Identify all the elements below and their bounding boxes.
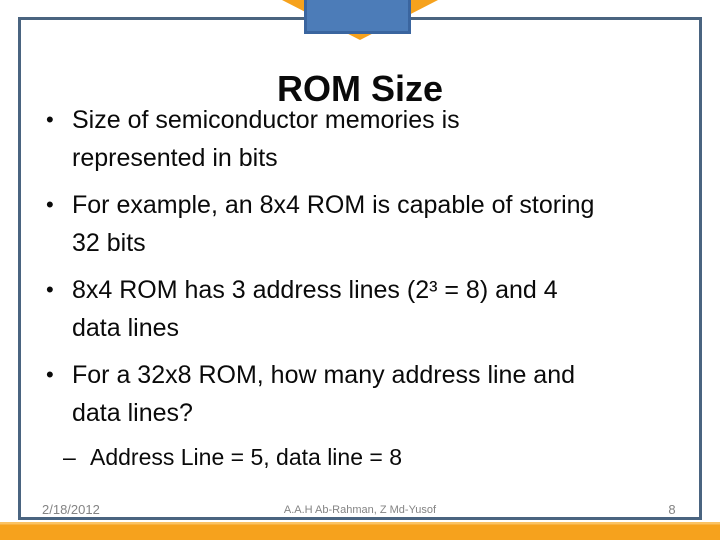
bullet-dot-icon: • [46,277,54,302]
bullet-text-line: For a 32x8 ROM, how many address line an… [72,361,576,389]
bullet-text-line: represented in bits [72,144,278,172]
bullet-text-line: data lines [72,314,180,342]
bullet-item-1: • Size of semiconductor memories is repr… [46,101,682,177]
bullet-text-line: Size of semiconductor memories is [72,106,460,134]
bottom-accent-bar [0,522,720,540]
bullet-item-4: • For a 32x8 ROM, how many address line … [46,356,682,432]
dash-marker-icon: – [63,444,76,470]
bullet-dot-icon: • [46,362,54,387]
header-tab-shape [304,0,411,34]
slide-border-frame [18,17,702,520]
footer-credit: A.A.H Ab-Rahman, Z Md-Yusof [283,504,437,516]
sub-bullet-text: Address Line = 5, data line = 8 [90,444,402,470]
bullet-dot-icon: • [46,107,54,132]
bullet-item-3: • 8x4 ROM has 3 address lines (2³ = 8) a… [46,271,682,347]
bullet-text-line: For example, an 8x4 ROM is capable of st… [72,191,595,219]
footer-date: 2/18/2012 [42,502,100,517]
sub-bullet-answer: – Address Line = 5, data line = 8 [46,441,682,473]
slide-body: • Size of semiconductor memories is repr… [46,101,682,473]
bullet-item-2: • For example, an 8x4 ROM is capable of … [46,186,682,262]
bullet-text-line: 8x4 ROM has 3 address lines (2³ = 8) and… [72,276,558,304]
bullet-text-line: data lines? [72,399,193,427]
slide-title: ROM Size [276,68,444,110]
footer-page-number: 8 [668,502,676,517]
bullet-text-line: 32 bits [72,229,146,257]
bullet-dot-icon: • [46,192,54,217]
